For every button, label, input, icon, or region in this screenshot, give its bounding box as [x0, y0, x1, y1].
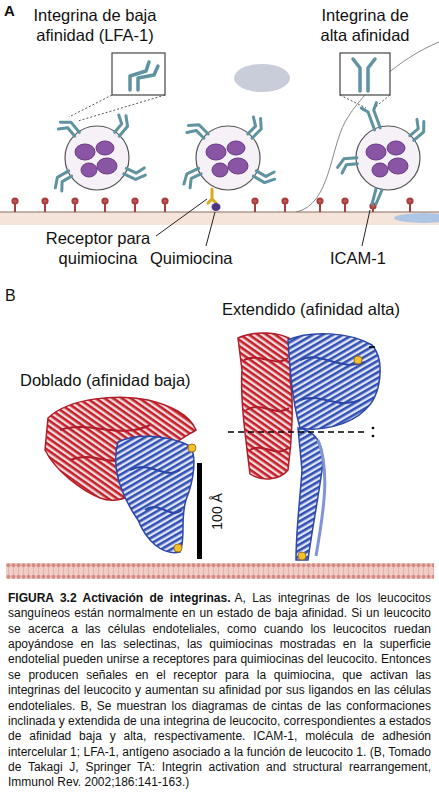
leukocyte [56, 117, 80, 141]
icam-pin [12, 198, 17, 203]
panel-letter: B [5, 286, 16, 305]
icam-pin [72, 198, 77, 203]
integrin-zoom-box [340, 95, 366, 108]
leukocyte [212, 163, 228, 177]
bent-integrin-ribbon [116, 436, 194, 552]
figure-caption: FIGURA 3.2 Activación de integrinas.A, L… [8, 591, 431, 791]
extended-integrin-ribbon [228, 333, 380, 560]
icam-pin [317, 198, 322, 203]
integrin-zoom-box [340, 53, 390, 95]
icam-pin [252, 198, 257, 203]
endothelium [234, 64, 290, 92]
icam-pin [162, 198, 167, 203]
leukocyte [181, 114, 278, 190]
integrin-zoom-box [130, 62, 158, 90]
chemokine-receptor [212, 203, 221, 211]
leukocyte [206, 144, 226, 160]
leukocyte [51, 112, 148, 193]
icam-pin [132, 198, 137, 203]
leader-line [156, 199, 207, 236]
conformation-label: Extendido (afinidad alta) [222, 300, 400, 320]
panel-letter: A [4, 2, 15, 20]
bent-integrin-ribbon [174, 544, 182, 552]
leader-line [206, 212, 215, 246]
leukocyte [361, 103, 385, 132]
leukocyte [181, 168, 205, 189]
extended-integrin-ribbon [238, 333, 292, 479]
integrin-label: Integrina de alta afinidad [309, 6, 421, 46]
leukocyte [372, 163, 388, 177]
extended-integrin-ribbon [316, 440, 325, 556]
leukocyte [196, 126, 260, 190]
endothelium [0, 42, 439, 225]
icam-label: ICAM-1 [330, 249, 386, 269]
figure-title: FIGURA 3.2 Activación de integrinas. [8, 591, 231, 605]
icam-pin [42, 198, 47, 203]
leukocyte [372, 189, 382, 204]
endothelium [0, 212, 439, 225]
leukocyte [405, 117, 429, 141]
scale-bar [197, 463, 202, 559]
leukocyte [337, 103, 429, 204]
receptor-label: Receptor para quimiocina [28, 229, 168, 269]
leukocyte [124, 161, 148, 182]
leader-line [362, 210, 370, 246]
leukocyte [51, 171, 75, 193]
integrin-zoom-box [78, 95, 165, 121]
chemokine-label: Quimiocina [150, 249, 233, 269]
bent-integrin-ribbon [45, 397, 196, 552]
scale-bar [197, 463, 202, 559]
extended-integrin-ribbon [369, 346, 375, 348]
caption-text: A, Las integrinas de los leucocitos sang… [8, 591, 431, 789]
integrin-zoom-box [374, 95, 390, 108]
extended-integrin-ribbon [372, 427, 375, 430]
integrin-zoom-box [353, 59, 375, 91]
leukocyte [81, 163, 97, 177]
extended-integrin-ribbon [298, 552, 306, 560]
leukocyte [228, 158, 248, 174]
extended-integrin-ribbon [372, 435, 375, 438]
leukocyte [242, 114, 266, 138]
leukocyte [227, 141, 245, 155]
membrane [6, 563, 434, 579]
integrin-zoom-box [112, 53, 165, 95]
bent-integrin-ribbon [188, 444, 196, 452]
extended-integrin-ribbon [228, 431, 366, 433]
leukocyte [96, 141, 114, 155]
icam-pin [282, 198, 287, 203]
icam-pin [407, 198, 412, 203]
leukocyte [337, 158, 358, 174]
extended-integrin-ribbon [288, 334, 380, 429]
extended-integrin-ribbon [244, 358, 289, 452]
leukocyte [388, 158, 408, 174]
endothelium [394, 213, 439, 223]
leukocyte [253, 164, 277, 186]
leukocyte [366, 144, 386, 160]
conformation-label: Doblado (afinidad baja) [20, 371, 191, 391]
icam-pin [342, 198, 347, 203]
bent-integrin-ribbon [130, 467, 182, 513]
membrane [6, 563, 434, 579]
leukocyte [108, 112, 132, 136]
endothelium [296, 42, 439, 212]
leukocyte [97, 158, 117, 174]
extended-integrin-ribbon [354, 356, 362, 364]
leukocyte [387, 141, 405, 155]
integrin-label: Integrina de baja afinidad (LFA-1) [20, 6, 170, 46]
leukocyte [184, 120, 208, 144]
integrin-zoom-box [69, 95, 112, 117]
leader-line [156, 199, 370, 246]
scale-label: 100 Å [209, 493, 226, 530]
leukocyte [75, 144, 95, 160]
integrin-zoom-box [69, 53, 390, 121]
chemokine-receptor [208, 189, 221, 211]
extended-integrin-ribbon [300, 357, 365, 403]
chemokine-receptor [208, 189, 216, 203]
icam-pin [102, 198, 107, 203]
